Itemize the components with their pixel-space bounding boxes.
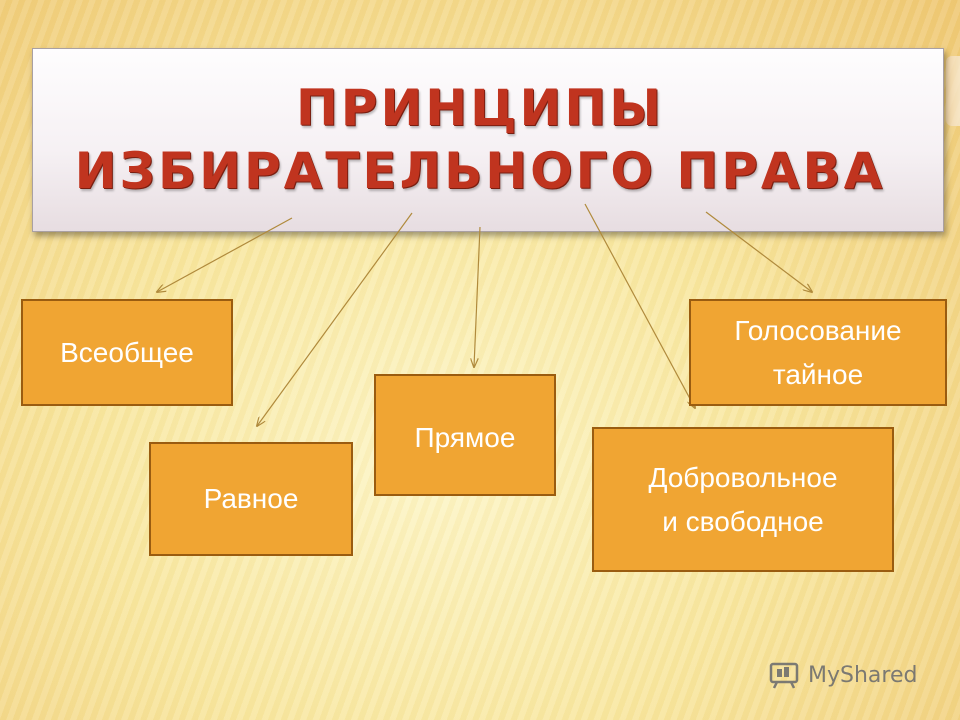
- principle-secret-label: Голосование тайное: [734, 314, 902, 390]
- title-line-2: ИЗБИРАТЕЛЬНОГО ПРАВА: [74, 142, 886, 200]
- principle-equal-label: Равное: [203, 483, 299, 514]
- principle-voluntary-label: Добровольное и свободное: [648, 461, 838, 537]
- principle-voluntary: Добровольное и свободное: [592, 427, 894, 572]
- myshared-logo-icon: [769, 662, 799, 689]
- principle-secret: Голосование тайное: [689, 299, 947, 406]
- corner-ornament: [946, 56, 960, 126]
- arrow-to-voluntary: [584, 203, 695, 408]
- watermark-text: MyShared: [808, 662, 918, 688]
- principle-universal: Всеобщее: [21, 299, 233, 406]
- principle-equal: Равное: [149, 442, 353, 556]
- title-box: [32, 48, 944, 232]
- principle-universal-label: Всеобщее: [60, 336, 194, 368]
- principle-direct-label: Прямое: [414, 422, 516, 453]
- arrow-to-direct: [474, 226, 481, 367]
- principle-direct: Прямое: [374, 374, 556, 496]
- title-line-1: ПРИНЦИПЫ: [295, 79, 665, 137]
- myshared-watermark[interactable]: MyShared: [768, 660, 917, 690]
